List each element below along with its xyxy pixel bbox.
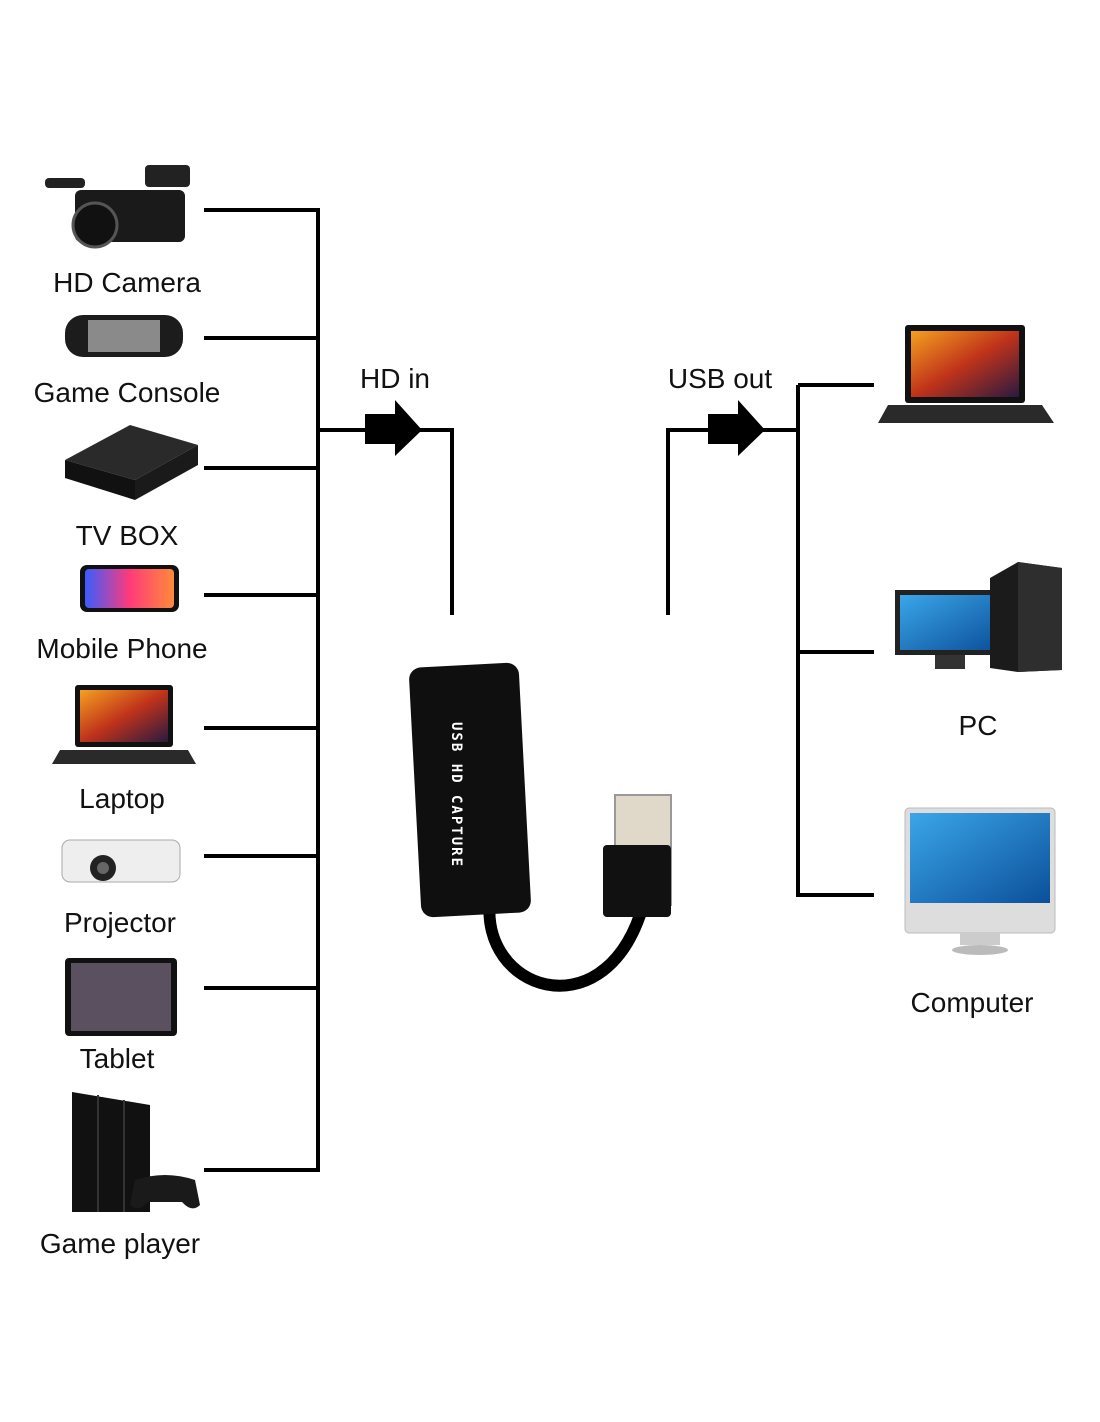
usb-out-arrow-icon (708, 400, 765, 456)
hd-in-label: HD in (360, 363, 430, 394)
laptop-icon (52, 685, 196, 764)
device-text: USB HD CAPTURE (448, 722, 464, 868)
input-label-hd-camera: HD Camera (53, 267, 201, 298)
input-label-mobile-phone: Mobile Phone (36, 633, 207, 664)
output-laptop-icon (878, 325, 1054, 423)
monitor-icon (904, 807, 1056, 955)
hd-in-arrow-icon (365, 400, 422, 456)
input-bus (204, 208, 454, 1172)
tablet-icon (65, 958, 177, 1036)
input-label-game-console: Game Console (34, 377, 221, 408)
camcorder-icon (45, 165, 190, 249)
input-label-tv-box: TV BOX (76, 520, 179, 551)
game-console-icon (72, 1092, 200, 1212)
tv-box-icon (65, 425, 198, 500)
handheld-console-icon (65, 315, 183, 357)
output-bus (666, 383, 874, 897)
input-label-game-player: Game player (40, 1228, 200, 1259)
output-label-computer: Computer (911, 987, 1034, 1018)
phone-icon (80, 565, 179, 612)
input-label-projector: Projector (64, 907, 176, 938)
projector-icon (61, 839, 181, 883)
usb-hd-capture-device: USB HD CAPTURE (409, 662, 672, 992)
usb-out-label: USB out (668, 363, 772, 394)
input-label-laptop: Laptop (79, 783, 165, 814)
output-label-pc: PC (959, 710, 998, 741)
input-label-tablet: Tablet (80, 1043, 155, 1074)
desktop-pc-icon (895, 562, 1062, 672)
